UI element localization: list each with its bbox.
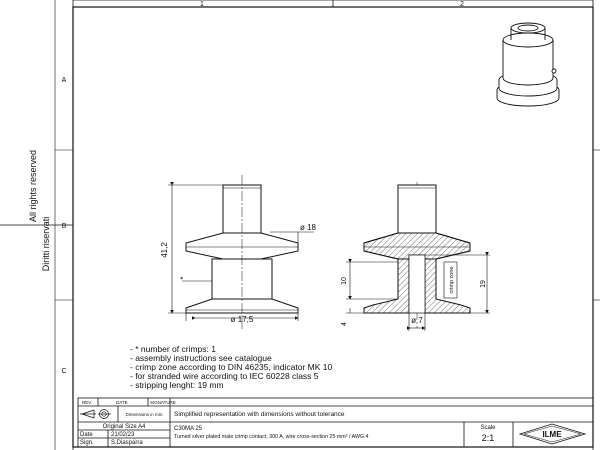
date-value: 21/02/23 [111,432,135,438]
note-line: - stripping lenght: 19 mm [130,380,224,390]
row-label-b: B [62,223,67,230]
crimp-marker: * [179,276,188,279]
title-block [77,397,594,448]
rights-reserved-text: Diritti riservati All rights reserved [28,150,51,271]
dimension-section-depth: 19 [480,280,487,288]
dimension-diameter-collar: ø 17,5 [231,315,254,324]
column-label-2: 2 [460,1,464,8]
rights-italian: Diritti riservati [41,217,51,272]
section-view-dimensions [346,252,490,331]
rights-english: All rights reserved [28,150,38,222]
sign-label: Sign. [80,440,94,446]
note-line: - assembly instructions see catalogue [130,353,272,363]
dimension-overall-height: 41,2 [160,242,169,258]
dimension-section-zone: 10 [341,277,348,285]
isometric-view [496,22,560,107]
crimp-zone-label: crimp zone [449,267,455,294]
front-view [185,175,299,330]
scale-value: 2:1 [482,433,495,443]
front-view-dimensions [168,182,314,321]
notes-list: - * number of crimps: 1 - assembly instr… [130,344,332,390]
row-label-c: C [61,368,66,375]
row-label-a: A [62,77,67,84]
note-line: - crimp zone according to DIN 46235, ind… [130,362,332,372]
rev-header: REV. [82,400,92,405]
date-header: DATE [116,400,128,405]
signature-header: SIGNATURE [150,400,176,405]
dimension-section-base: 4 [341,322,348,326]
logo-text: ILME [542,430,562,439]
section-view [363,182,471,328]
projection-symbol-icon [80,409,111,419]
date-label: Date [80,432,93,438]
sign-value: S.Diasparra [111,440,143,446]
column-label-1: 1 [200,1,204,8]
original-size: Original Size A4 [103,424,146,430]
note-line: - * number of crimps: 1 [130,344,216,354]
ilme-logo: ILME [518,423,587,445]
note-line: - for stranded wire according to IEC 602… [130,371,319,381]
dimensions-label: Dimensions in mm [125,412,162,417]
dimension-diameter-top: ø 18 [300,223,317,232]
part-description: Turned silver plated male crimp contact,… [174,434,369,440]
representation-description: Simplified representation with dimension… [174,411,345,418]
scale-label: Scale [480,425,496,431]
part-code: C30MA 25 [174,426,203,432]
dimension-section-bore: ø 7 [411,316,423,325]
